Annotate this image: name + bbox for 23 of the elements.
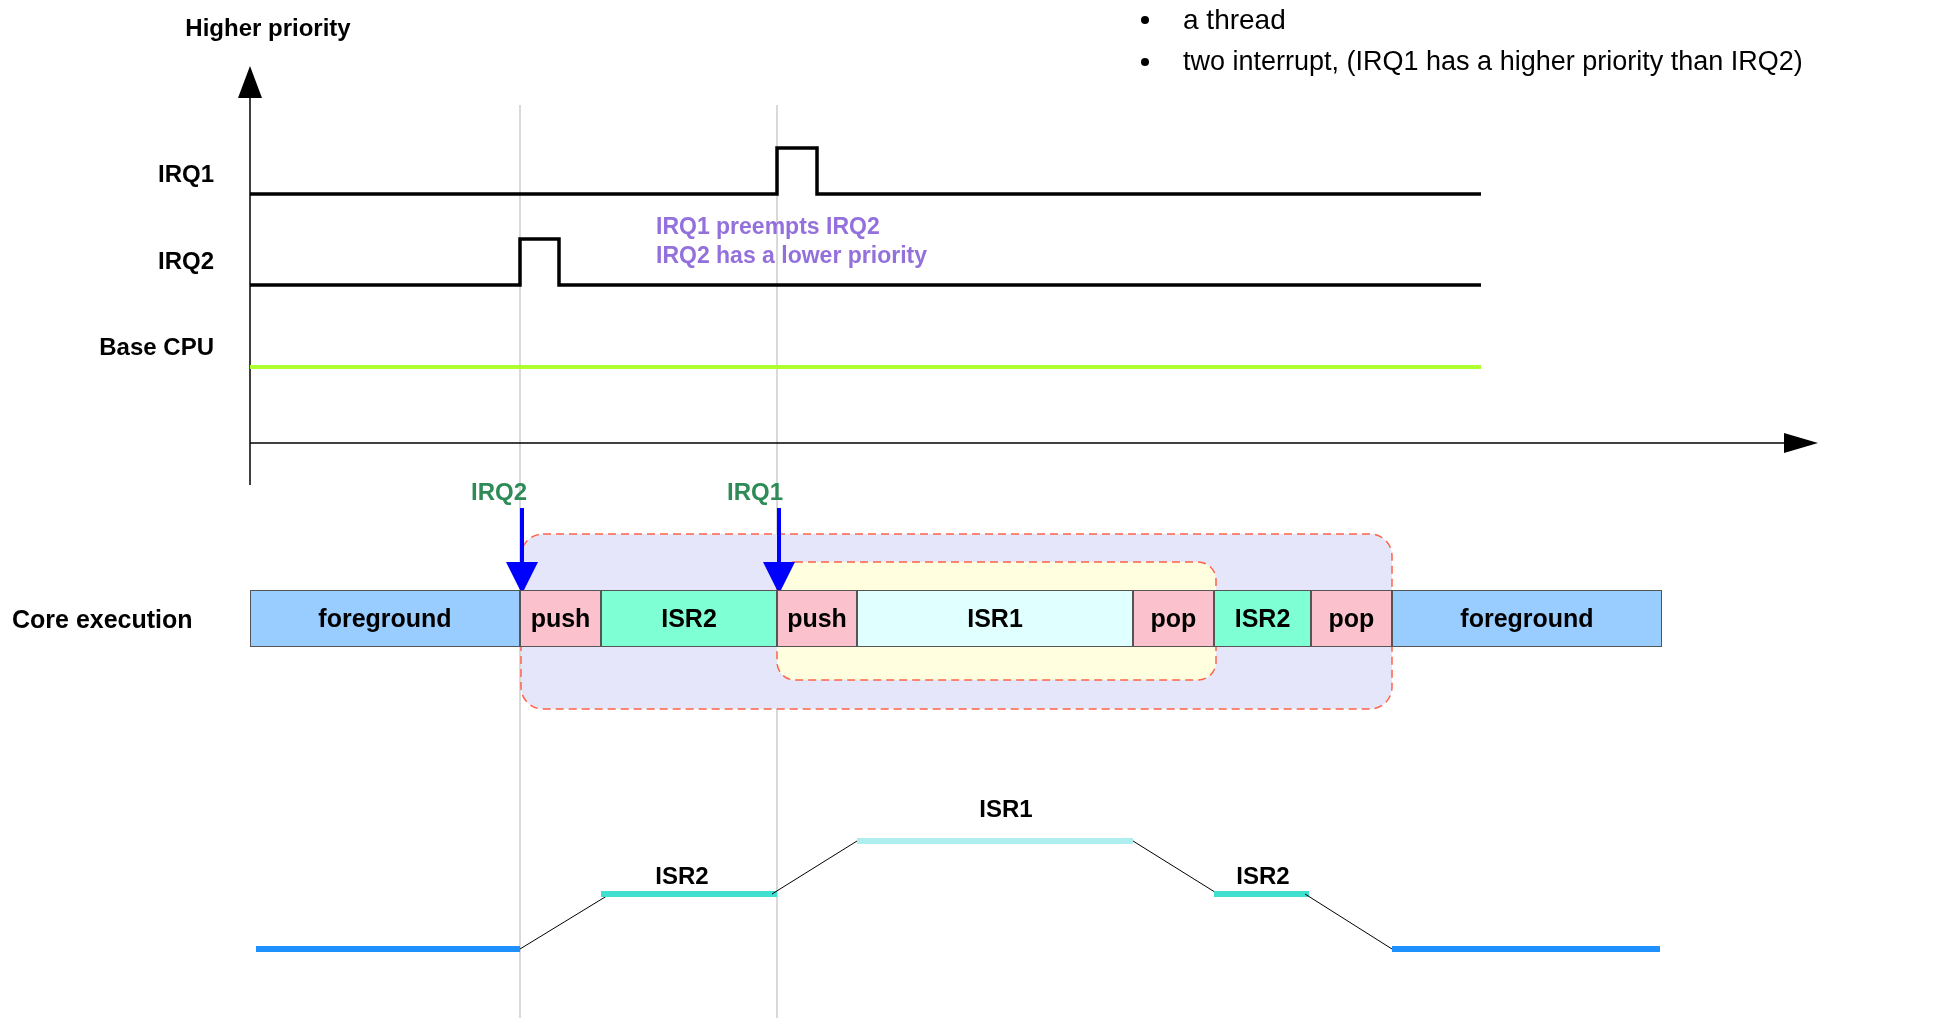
bullet-text: a thread xyxy=(1183,3,1286,37)
isr-segment: ISR2 xyxy=(1214,590,1311,647)
foreground-segment: foreground xyxy=(1392,590,1662,647)
isr-segment: ISR1 xyxy=(857,590,1133,647)
push-segment: push xyxy=(777,590,857,647)
foreground-segment: foreground xyxy=(250,590,520,647)
level-label: ISR1 xyxy=(979,795,1033,823)
level-label: ISR2 xyxy=(655,862,709,890)
interrupt-label: IRQ1 xyxy=(727,478,783,506)
note-text: IRQ2 has a lower priority xyxy=(656,241,927,269)
interrupt-label: IRQ2 xyxy=(471,478,527,506)
axis-label: Higher priority xyxy=(185,14,351,42)
note-text: IRQ1 preempts IRQ2 xyxy=(656,212,880,240)
bullet-text: two interrupt, (IRQ1 has a higher priority than IRQ2) xyxy=(1183,46,1803,78)
pop-segment: pop xyxy=(1133,590,1214,647)
isr-segment: ISR2 xyxy=(601,590,777,647)
signal-label: IRQ1 xyxy=(158,160,214,188)
pop-segment: pop xyxy=(1311,590,1392,647)
signal-label: Base CPU xyxy=(99,333,214,361)
signal-label: IRQ2 xyxy=(158,247,214,275)
level-label: ISR2 xyxy=(1236,862,1290,890)
push-segment: push xyxy=(520,590,601,647)
row-label: Core execution xyxy=(12,604,193,634)
